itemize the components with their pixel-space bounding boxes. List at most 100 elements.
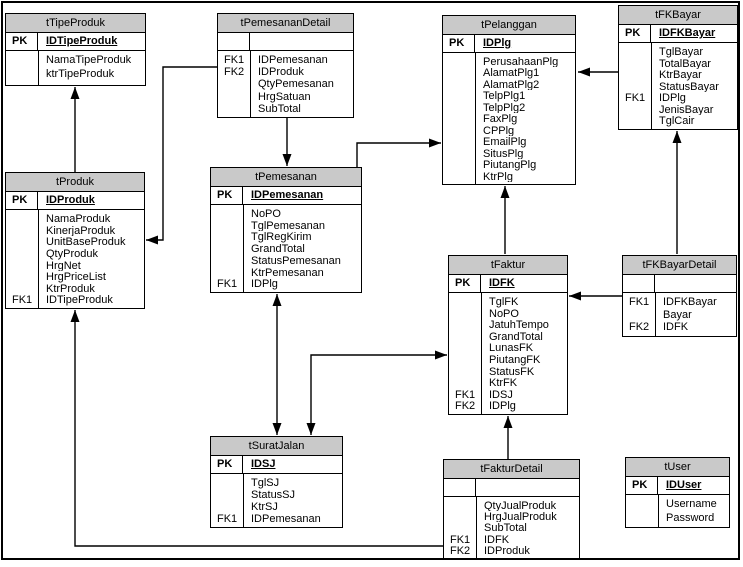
fk-label [443, 67, 475, 78]
pk-label [623, 275, 655, 292]
field-name: PerusahaanPlg [483, 56, 559, 68]
fk-label [443, 102, 475, 113]
field-row: EmailPlg [443, 136, 575, 147]
fk-label: FK2 [450, 544, 471, 557]
relation-tPemesananDetail-tProduk [146, 66, 217, 241]
field-name: IDPemesanan [251, 513, 321, 525]
arrowhead [503, 416, 513, 428]
field-row: TglRegKirim [211, 231, 361, 243]
fk-label [443, 90, 475, 101]
key-column-divider [481, 293, 482, 414]
fk-label [211, 220, 243, 232]
pk-field: IDTipeProduk [46, 35, 118, 47]
field-row: QtyProduk [6, 248, 144, 260]
pk-label: PK [6, 33, 38, 50]
fk-label: FK1 [450, 533, 471, 546]
field-row: SubTotal [218, 103, 353, 115]
pk-label: PK [211, 456, 243, 473]
field-row: HrgJualProduk [444, 511, 579, 522]
field-name: TglFK [489, 296, 519, 308]
field-row: TglBayar [619, 46, 737, 58]
field-row: JenisBayar [619, 104, 737, 116]
field-name: Username [666, 498, 717, 510]
fk-label [211, 489, 243, 501]
arrowhead [146, 235, 158, 245]
arrowhead [435, 350, 447, 360]
field-row: PerusahaanPlg [443, 56, 575, 67]
pk-field: IDFK [489, 277, 515, 289]
arrowhead [70, 310, 80, 322]
field-name: IDSJ [489, 388, 513, 401]
arrowhead [306, 423, 316, 435]
field-name: IDPlg [489, 400, 516, 412]
field-name: StatusBayar [659, 80, 719, 93]
field-row: CPPlg [443, 125, 575, 136]
field-name: JatuhTempo [489, 319, 549, 331]
field-name: KinerjaProduk [46, 224, 116, 237]
field-row: StatusFK [449, 366, 567, 378]
field-row: NoPO [449, 308, 567, 320]
field-row: StatusSJ [211, 489, 342, 501]
field-row: KinerjaProduk [6, 225, 144, 237]
field-name: PiutangPlg [483, 159, 537, 171]
field-row: GrandTotal [211, 243, 361, 255]
fk-label [6, 213, 38, 225]
field-row: QtyPemesanan [218, 78, 353, 90]
field-name: KtrPemesanan [251, 266, 324, 279]
field-name: IDPlg [659, 92, 686, 104]
fk-label [6, 225, 38, 237]
entity-title: tPemesananDetail [218, 14, 353, 33]
entity-title: tSuratJalan [211, 437, 342, 456]
fk-label [6, 236, 38, 248]
fk-label [211, 501, 243, 513]
pk-field: IDProduk [46, 194, 95, 206]
fk-label: FK2 [629, 321, 650, 334]
fk-label [444, 511, 476, 522]
field-name: QtyProduk [46, 247, 98, 260]
field-row: Bayar [623, 309, 736, 322]
field-row: QtyJualProduk [444, 500, 579, 511]
field-name: KtrBayar [659, 69, 702, 81]
fk-label [449, 342, 481, 354]
pk-label [218, 33, 250, 50]
arrowhead [282, 154, 292, 166]
pk-row: PK IDTipeProduk [6, 33, 145, 51]
entity-title: tUser [626, 458, 729, 477]
arrowhead [272, 294, 282, 306]
fk-label [211, 267, 243, 279]
fk-label: FK1 [12, 294, 33, 307]
field-row: NamaProduk [6, 213, 144, 225]
field-name: SitusPlg [483, 147, 524, 160]
fk-label [6, 68, 38, 82]
fk-label [619, 69, 651, 81]
fk-label [443, 79, 475, 90]
fk-label [211, 255, 243, 267]
field-name: HrgJualProduk [484, 511, 557, 523]
fk-label [6, 248, 38, 260]
fk-label: FK1 [224, 54, 245, 66]
